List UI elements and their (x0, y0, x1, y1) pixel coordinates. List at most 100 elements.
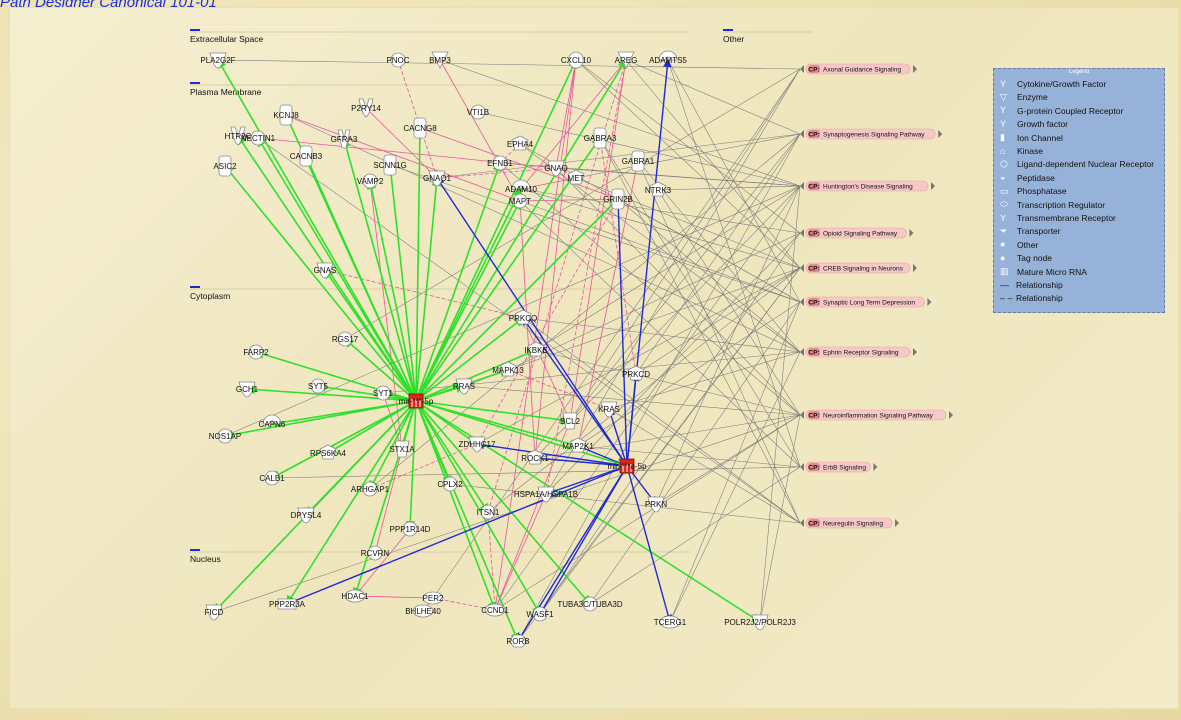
gene-node-rps6ka4[interactable]: RPS6KA4 (310, 444, 347, 460)
pathway-node-p7[interactable]: CP:Ephrin Receptor Signaling (800, 346, 917, 358)
gene-node-ikbke[interactable]: IKBKE (524, 341, 548, 357)
gene-relationship[interactable] (568, 59, 627, 422)
gene-node-adamts5[interactable]: ADAMTS5 (649, 50, 687, 65)
pathway-link[interactable] (669, 351, 801, 623)
gene-relationship[interactable] (554, 59, 577, 169)
mirna-target-edge[interactable] (607, 407, 628, 467)
mirna-target-edge[interactable] (415, 58, 577, 402)
gene-node-nos1ap[interactable]: NOS1AP (209, 428, 241, 444)
mirna-target-edge[interactable] (544, 465, 628, 496)
mirna-target-edge[interactable] (415, 400, 629, 469)
mirna-target-edge[interactable] (415, 400, 572, 425)
gene-node-rgs17[interactable]: RGS17 (332, 331, 359, 347)
gene-node-cplx2[interactable]: CPLX2 (437, 476, 463, 492)
gene-node-ntrk3[interactable]: NTRK3 (645, 181, 672, 197)
gene-node-calb1[interactable]: CALB1 (259, 470, 285, 486)
pathway-link[interactable] (599, 137, 801, 468)
pathway-link[interactable] (534, 185, 801, 459)
pathway-link[interactable] (759, 185, 801, 623)
pathway-link[interactable] (487, 267, 801, 513)
gene-relationship[interactable] (494, 420, 571, 611)
pathway-link[interactable] (494, 185, 801, 611)
gene-node-grin2b[interactable]: GRIN2B (603, 188, 633, 210)
gene-node-syt5[interactable]: SYT5 (308, 378, 329, 394)
gene-node-kras[interactable]: KRAS (598, 401, 620, 418)
gene-relationship[interactable] (494, 493, 547, 611)
gene-node-gabra3[interactable]: GABRA3 (584, 127, 617, 149)
pathway-link[interactable] (449, 483, 801, 524)
gene-node-farp2[interactable]: FARP2 (243, 344, 269, 360)
pathway-link[interactable] (499, 162, 801, 416)
gene-node-rras[interactable]: RRAS (453, 378, 475, 395)
gene-node-rorb[interactable]: RORB (506, 634, 530, 648)
mirna-target-edge[interactable] (436, 176, 628, 467)
gene-relationship[interactable] (419, 127, 619, 200)
gene-node-tuba3c[interactable]: TUBA3C/TUBA3D (557, 596, 623, 612)
pathway-link[interactable] (519, 200, 801, 303)
gene-node-hspa1a[interactable]: HSPA1A/HSPA1B (514, 486, 578, 503)
mirna-node-mir2[interactable]: mir-***a-5p (607, 458, 647, 474)
mirna-target-edge[interactable] (475, 440, 628, 467)
gene-node-vamp2[interactable]: VAMP2 (357, 173, 384, 189)
mirna-target-edge[interactable] (415, 136, 601, 402)
pathway-link[interactable] (494, 414, 801, 611)
gene-node-nectin1[interactable]: NECTIN1 (241, 130, 276, 146)
pathway-node-p8[interactable]: CP:Neuroinflammation Signaling Pathway (800, 409, 953, 421)
gene-node-arhgap1[interactable]: ARHGAP1 (351, 481, 390, 497)
pathway-link[interactable] (535, 185, 801, 351)
mirna-target-edge[interactable] (415, 383, 466, 402)
pathway-link[interactable] (517, 267, 801, 642)
mirna-target-edge[interactable] (343, 337, 417, 402)
gene-node-scnn1g[interactable]: SCNN1G (373, 154, 407, 176)
gene-node-bmp3[interactable]: BMP3 (429, 51, 451, 69)
pathway-link[interactable] (555, 167, 801, 416)
pathway-link[interactable] (599, 137, 801, 524)
pathway-link[interactable] (569, 133, 801, 422)
pathway-link[interactable] (535, 349, 801, 416)
gene-relationship[interactable] (522, 317, 571, 422)
pathway-link[interactable] (589, 301, 801, 605)
mirna-target-edge[interactable] (257, 136, 417, 402)
pathway-link[interactable] (608, 408, 801, 524)
pathway-link[interactable] (577, 301, 801, 447)
mirna-node-mir1[interactable]: mir-***-5p (399, 393, 434, 409)
mirna-target-edge[interactable] (270, 400, 417, 479)
gene-relationship[interactable] (354, 528, 411, 597)
gene-node-vti1b[interactable]: VTI1B (467, 104, 489, 120)
mirna-target-edge[interactable] (324, 268, 417, 402)
gene-node-itsn1[interactable]: ITSN1 (477, 504, 500, 520)
mirna-target-edge[interactable] (415, 317, 525, 402)
pathway-link[interactable] (625, 59, 801, 135)
gene-node-htr2c[interactable]: HTR2C (225, 126, 252, 146)
pathway-node-p2[interactable]: CP:Synaptogenesis Signaling Pathway (800, 128, 943, 140)
mirna-target-edge[interactable] (626, 465, 673, 624)
gene-relationship[interactable] (519, 197, 619, 202)
mirna-target-edge[interactable] (415, 400, 520, 643)
gene-node-map2k1[interactable]: MAP2K1 (562, 437, 594, 453)
gene-relationship[interactable] (374, 448, 404, 554)
gene-relationship[interactable] (432, 597, 496, 612)
gene-node-gabra1[interactable]: GABRA1 (622, 150, 655, 172)
pathway-link[interactable] (285, 114, 801, 353)
pathway-node-p9[interactable]: CP:ErbB Signaling (800, 461, 878, 473)
pathway-link[interactable] (575, 177, 801, 269)
gene-node-polr2j2[interactable]: POLR2J2/POLR2J3 (724, 614, 796, 631)
pathway-link[interactable] (539, 232, 801, 615)
pathway-node-p5[interactable]: CP:CREB Signaling in Neurons (800, 262, 917, 274)
mirna-target-edge[interactable] (369, 400, 417, 491)
mirna-target-edge[interactable] (522, 316, 628, 467)
mirna-target-edge[interactable] (223, 164, 417, 402)
pathway-link[interactable] (759, 414, 801, 623)
mirna-target-edge[interactable] (415, 58, 627, 402)
mirna-target-edge[interactable] (614, 197, 628, 467)
gene-node-mapk13[interactable]: MAPK13 (492, 361, 524, 377)
gene-node-gnas[interactable]: GNAS (314, 262, 337, 279)
gene-relationship[interactable] (285, 114, 521, 202)
pathway-link[interactable] (213, 414, 801, 613)
mirna-target-edge[interactable] (415, 400, 541, 616)
gene-node-ppp2r3a[interactable]: PPP2R3A (269, 598, 306, 610)
pathway-link[interactable] (520, 188, 801, 234)
mirna-target-edge[interactable] (341, 137, 417, 402)
pathway-link[interactable] (575, 59, 801, 234)
gene-node-met[interactable]: MET (567, 169, 585, 185)
